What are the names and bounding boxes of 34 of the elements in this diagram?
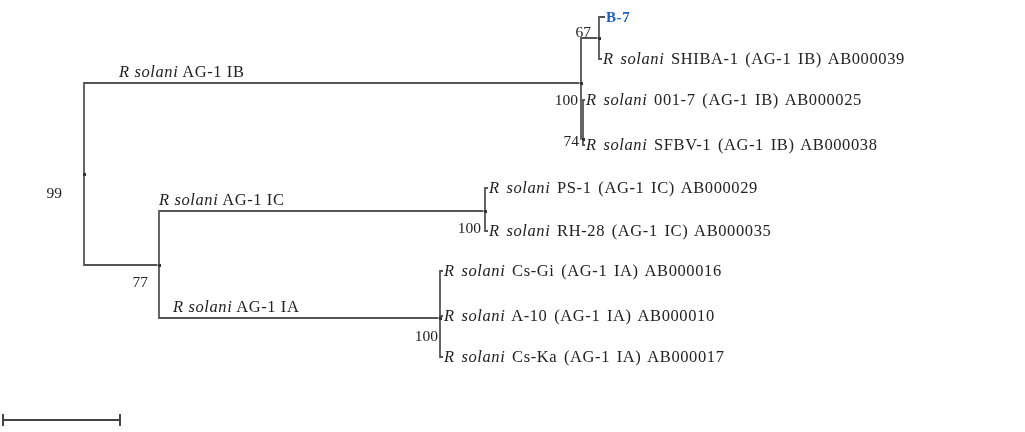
- tree-branch: [158, 264, 440, 319]
- tree-branch: [439, 317, 444, 358]
- tree-branch: [484, 187, 489, 212]
- branch-node: [581, 137, 585, 141]
- taxon-label: B-7: [606, 7, 631, 27]
- tree-branch: [158, 210, 485, 266]
- tree-branch: [582, 99, 586, 140]
- branch-node: [597, 36, 601, 40]
- tree-branch: [580, 82, 583, 140]
- bootstrap-value: 74: [562, 132, 579, 150]
- branch-node: [157, 263, 161, 267]
- tree-branch: [598, 37, 603, 60]
- taxon-label: R solani Cs-Ka (AG-1 IA) AB000017: [444, 347, 725, 367]
- branch-node: [579, 81, 583, 85]
- bootstrap-value: 67: [574, 23, 591, 41]
- tree-branch: [484, 210, 489, 232]
- taxon-label: R solani SHIBA-1 (AG-1 IB) AB000039: [603, 49, 905, 69]
- bootstrap-value: 100: [456, 219, 481, 237]
- taxon-label: R solani RH-28 (AG-1 IC) AB000035: [489, 221, 772, 241]
- bootstrap-value: 100: [553, 91, 578, 109]
- bootstrap-value: 99: [45, 184, 62, 202]
- tree-branch: [83, 82, 581, 175]
- taxon-label: R solani A-10 (AG-1 IA) AB000010: [444, 306, 715, 326]
- taxon-label: R solani SFBV-1 (AG-1 IB) AB000038: [586, 135, 878, 155]
- branch-node: [82, 172, 86, 176]
- tree-branch: [580, 37, 599, 84]
- bootstrap-value: 100: [413, 327, 438, 345]
- taxon-label: R solani Cs-Gi (AG-1 IA) AB000016: [444, 261, 722, 281]
- taxon-label: R solani 001-7 (AG-1 IB) AB000025: [586, 90, 862, 110]
- tree-branch: [83, 173, 159, 266]
- branch-node: [483, 209, 487, 213]
- bootstrap-value: 77: [131, 273, 148, 291]
- tree-branch: [598, 16, 606, 39]
- taxon-label: R solani PS-1 (AG-1 IC) AB000029: [489, 178, 758, 198]
